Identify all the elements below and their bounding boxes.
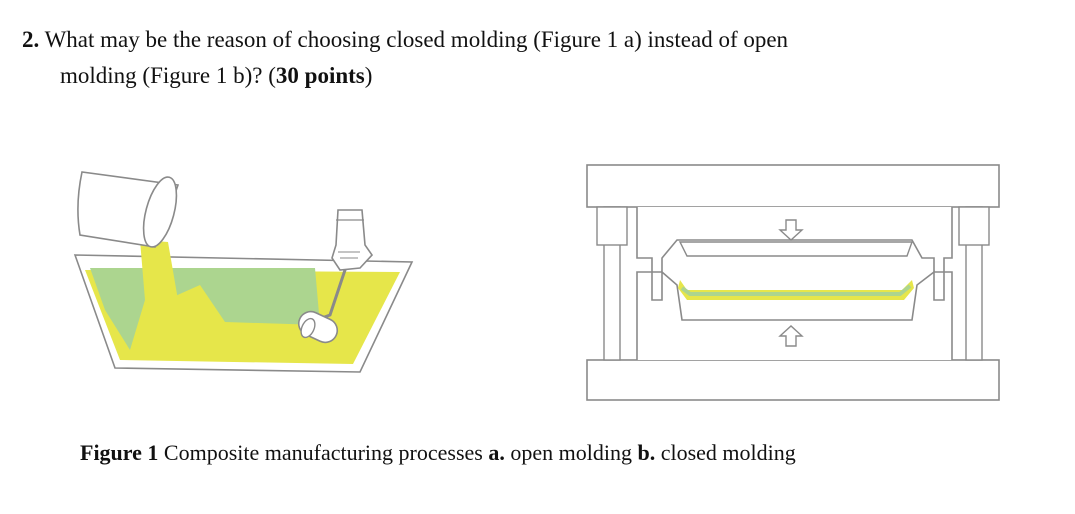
arrow-down-icon	[778, 219, 804, 241]
question-line-2: molding (Figure 1 b)? (30 points)	[22, 58, 1062, 94]
figure-caption: Figure 1 Composite manufacturing process…	[80, 440, 796, 466]
arrow-up-icon	[778, 325, 804, 347]
open-molding-illustration	[73, 171, 414, 373]
closed-molding-illustration	[586, 164, 1000, 401]
upper-plate	[678, 241, 913, 257]
caption-text-3: closed molding	[655, 440, 796, 465]
question-text-line-2: molding (Figure 1 b)?	[60, 63, 269, 88]
resin-stream	[130, 240, 178, 350]
question-text-line-1: What may be the reason of choosing close…	[44, 27, 789, 52]
hand-icon	[331, 209, 374, 271]
top-platen	[586, 164, 1000, 208]
upper-mold	[636, 207, 953, 273]
roller-icon	[297, 248, 352, 344]
laminate-yellow	[678, 280, 914, 300]
points-value: 30 points	[275, 63, 365, 88]
bottom-platen	[586, 359, 1000, 401]
lower-mold	[636, 270, 953, 360]
points-paren-open: (	[268, 63, 276, 88]
caption-text-1: Composite manufacturing processes	[158, 440, 489, 465]
bucket-icon	[77, 171, 180, 248]
caption-label-a: a.	[488, 440, 505, 465]
caption-label-b: b.	[637, 440, 656, 465]
caption-text-2: open molding	[504, 440, 638, 465]
question-number: 2.	[22, 27, 40, 52]
figure-label: Figure 1	[80, 440, 159, 465]
question-line-1: 2. What may be the reason of choosing cl…	[22, 22, 1062, 58]
question-block: 2. What may be the reason of choosing cl…	[22, 22, 1062, 94]
points-paren-close: )	[364, 63, 373, 88]
laminate-green	[680, 284, 912, 296]
